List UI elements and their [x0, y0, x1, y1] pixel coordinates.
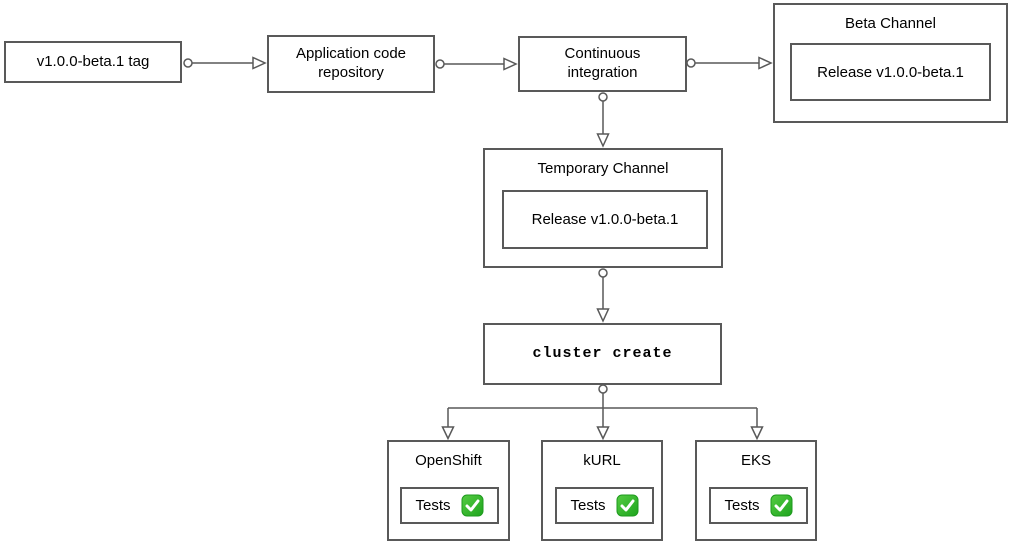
application-code-repository-label: Application code repository	[295, 45, 407, 81]
kurl-tests-box: Tests	[555, 487, 654, 524]
beta-channel-title: Beta Channel	[845, 15, 936, 32]
arrow-cluster-create-to-clusters	[441, 384, 764, 441]
beta-channel-release-label: Release v1.0.0-beta.1	[817, 63, 964, 81]
check-mark-button-icon	[461, 494, 484, 517]
check-mark-button-icon	[770, 494, 793, 517]
temporary-channel-release-box: Release v1.0.0-beta.1	[502, 190, 708, 249]
cluster-create-label: cluster create	[532, 344, 673, 362]
arrow-tag-to-repo	[183, 56, 267, 70]
group-temporary-channel: Temporary Channel Release v1.0.0-beta.1	[483, 148, 723, 268]
group-eks: EKS Tests	[695, 440, 817, 541]
arrow-repo-to-ci	[435, 57, 518, 71]
temporary-channel-title: Temporary Channel	[537, 160, 669, 177]
group-beta-channel: Beta Channel Release v1.0.0-beta.1	[773, 3, 1008, 123]
openshift-tests-label: Tests	[415, 497, 451, 514]
kurl-tests-label: Tests	[570, 497, 606, 514]
version-tag-label: v1.0.0-beta.1 tag	[36, 52, 150, 70]
arrow-ci-to-temporary-channel	[596, 92, 610, 148]
node-cluster-create: cluster create	[483, 323, 722, 385]
eks-tests-box: Tests	[709, 487, 808, 524]
node-application-code-repository: Application code repository	[267, 35, 435, 93]
arrow-ci-to-beta-channel	[686, 56, 773, 70]
eks-tests-label: Tests	[724, 497, 760, 514]
openshift-title: OpenShift	[415, 452, 482, 469]
openshift-tests-box: Tests	[400, 487, 499, 524]
node-version-tag: v1.0.0-beta.1 tag	[4, 41, 182, 83]
kurl-title: kURL	[583, 452, 621, 469]
group-kurl: kURL Tests	[541, 440, 663, 541]
temporary-channel-release-label: Release v1.0.0-beta.1	[531, 211, 679, 228]
node-continuous-integration: Continuous integration	[518, 36, 687, 92]
arrow-temporary-channel-to-cluster-create	[596, 268, 610, 323]
check-mark-button-icon	[616, 494, 639, 517]
eks-title: EKS	[740, 452, 771, 469]
continuous-integration-label: Continuous integration	[564, 45, 641, 81]
group-openshift: OpenShift Tests	[387, 440, 510, 541]
beta-channel-release-box: Release v1.0.0-beta.1	[790, 43, 991, 101]
